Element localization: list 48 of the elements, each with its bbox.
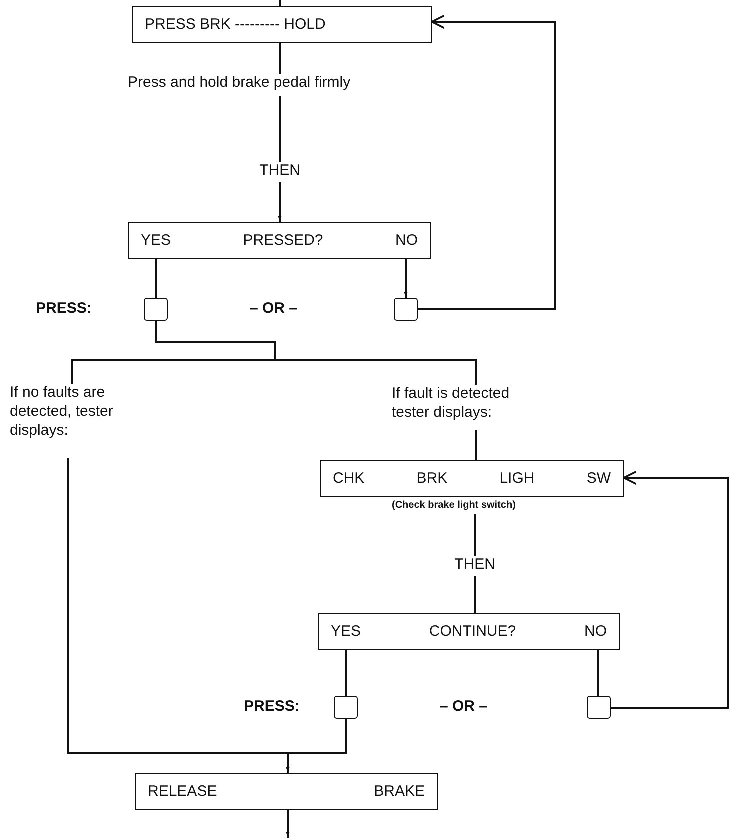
press-key [144, 298, 168, 321]
node-label: (Check brake light switch) [392, 500, 516, 511]
display-text: YES [331, 623, 362, 640]
arrow [286, 719, 347, 773]
connector-line [475, 430, 477, 460]
connector-line [345, 650, 347, 696]
display-text: NO [584, 623, 607, 640]
connector-line [279, 43, 281, 74]
display-text: NO [396, 232, 418, 249]
connector-line [155, 259, 157, 298]
display-text: YES [141, 232, 172, 249]
step-text: THEN [445, 556, 505, 575]
connector-line [279, 96, 281, 162]
display-text: PRESSED? [243, 232, 324, 249]
display-text: SW [586, 470, 611, 487]
arrow [286, 810, 290, 838]
step-text: Press and hold brake pedal firmly [128, 74, 448, 93]
instruction-label: PRESS: [244, 698, 300, 715]
display-text: RELEASE [148, 783, 218, 800]
display-text: BRAKE [374, 783, 425, 800]
connector-line [474, 514, 476, 556]
press-key [334, 696, 358, 719]
connector-line [279, 0, 281, 6]
display-text: LIGH [500, 470, 535, 487]
instruction-label: – OR – [440, 698, 488, 715]
instruction-label: – OR – [250, 300, 298, 317]
connector-line [474, 576, 476, 613]
connector-line [155, 321, 477, 385]
press-key [587, 696, 611, 719]
step-text: THEN [250, 162, 310, 181]
arrow [278, 182, 282, 222]
display-panel [320, 460, 624, 497]
step-text: If no faults are detected, tester displays: [10, 384, 170, 440]
instruction-label: PRESS: [36, 300, 92, 317]
display-panel [128, 222, 431, 259]
display-panel [318, 613, 620, 650]
connector-line [597, 650, 599, 696]
display-text: CHK [333, 470, 365, 487]
display-text: PRESS BRK --------- HOLD [145, 16, 326, 33]
display-text: CONTINUE? [429, 623, 516, 640]
display-text: BRK [416, 470, 448, 487]
display-panel [135, 773, 438, 810]
display-panel [132, 6, 432, 43]
press-key [394, 298, 418, 321]
arrow [611, 470, 729, 709]
arrow [404, 259, 408, 298]
arrow [418, 14, 556, 310]
step-text: If fault is detected tester displays: [392, 385, 542, 422]
